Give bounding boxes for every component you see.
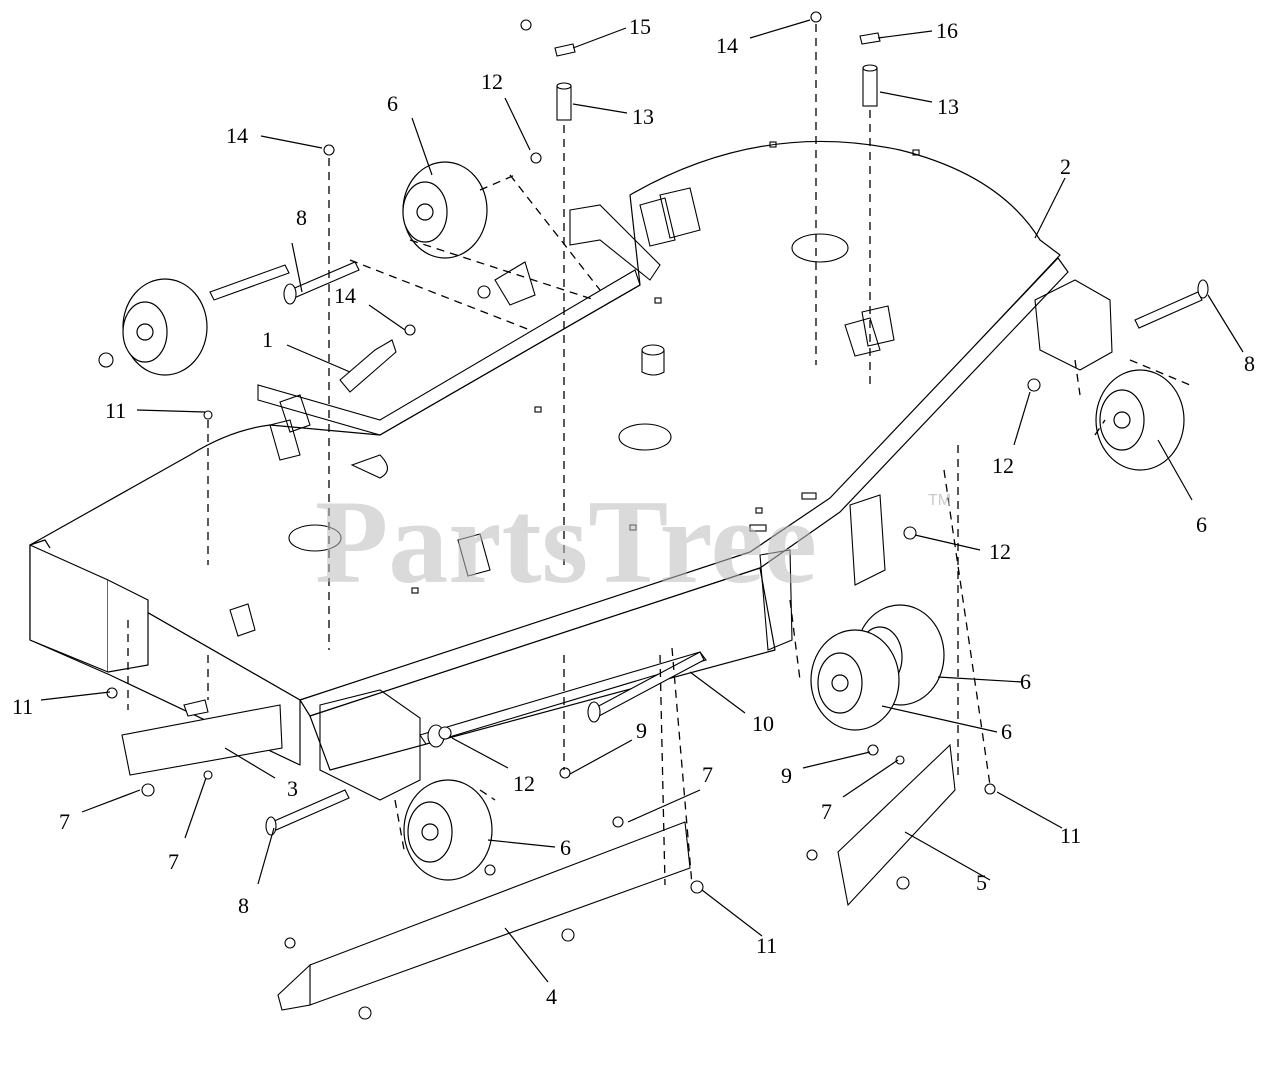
callout-10: 10 [752,711,774,736]
callout-11: 11 [756,933,777,958]
gauge-wheel [122,278,208,376]
callout-3: 3 [287,776,298,801]
hardware [98,11,1209,1020]
gauge-wheel [403,779,493,881]
callout-8: 8 [296,205,307,230]
gauge-wheel [402,161,488,259]
watermark: PartsTree TM [315,475,951,608]
callout-12: 12 [481,69,503,94]
callout-5: 5 [976,870,987,895]
callout-4: 4 [546,984,557,1009]
callout-12: 12 [513,771,535,796]
callout-9: 9 [781,763,792,788]
callout-14: 14 [226,123,248,148]
callout-8: 8 [1244,351,1255,376]
assembly-guides [127,24,1191,886]
callout-8: 8 [238,893,249,918]
callout-11: 11 [105,398,126,423]
gauge-wheels [122,161,1185,881]
callout-7: 7 [168,849,179,874]
callout-7: 7 [702,762,713,787]
gauge-wheel [810,629,900,731]
callout-11: 11 [1060,823,1081,848]
callout-13: 13 [632,104,654,129]
callout-6: 6 [560,835,571,860]
watermark-text: PartsTree [315,475,817,608]
callout-labels: 1 2 3 4 5 6 6 6 6 6 7 7 7 7 8 8 8 9 9 10… [12,14,1255,1009]
callout-2: 2 [1060,154,1071,179]
deck-details [229,141,1113,801]
callout-14: 14 [716,33,738,58]
gauge-wheel [1095,369,1185,471]
callout-6: 6 [387,91,398,116]
callout-16: 15 [629,14,651,39]
callout-7: 7 [821,799,832,824]
deck-shell [29,140,1069,771]
callout-9: 9 [636,718,647,743]
callout-13: 13 [937,94,959,119]
side-baffles [121,699,956,1011]
callout-12: 12 [992,453,1014,478]
callout-1: 1 [262,327,273,352]
watermark-trademark: TM [928,492,951,509]
callout-7: 7 [59,809,70,834]
leader-lines [40,19,1244,983]
callout-15: 14 [334,283,356,308]
callout-16: 16 [936,18,958,43]
callout-11: 11 [12,694,33,719]
callout-6: 6 [1196,512,1207,537]
callout-12: 12 [989,539,1011,564]
callout-6: 6 [1001,719,1012,744]
callout-6: 6 [1020,669,1031,694]
